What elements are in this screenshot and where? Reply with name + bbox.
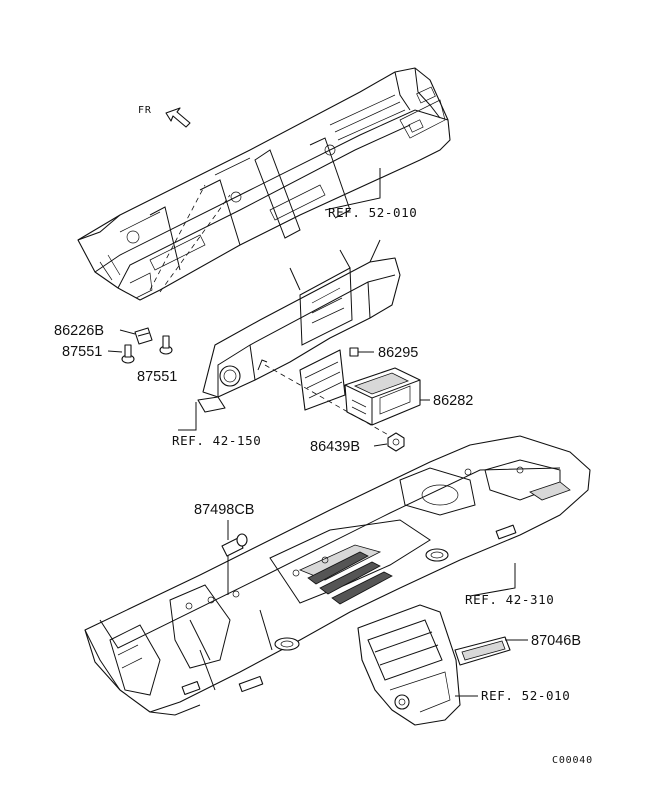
cup-holder-86282 — [344, 367, 421, 426]
screw-87551-left — [121, 344, 135, 364]
nut-86439b — [387, 432, 405, 452]
p86295-label: 86295 — [378, 345, 418, 361]
dash-line-3 — [264, 364, 393, 438]
instrument-panel — [77, 67, 451, 301]
ref-bottom-label: REF. 52-010 — [481, 688, 570, 703]
p87498cb-label: 87498CB — [194, 502, 254, 518]
clip-86226b — [134, 327, 153, 345]
dash-line-2 — [159, 194, 231, 293]
ref-floor-label: REF. 42-310 — [465, 592, 554, 607]
p86226b-leader — [119, 329, 136, 335]
ref-top-label: REF. 52-010 — [328, 205, 417, 220]
ref-floor-leader — [469, 563, 516, 597]
p87551-left-label: 87551 — [62, 344, 102, 360]
p86439b-label: 86439B — [310, 439, 360, 455]
dash-lower-panel — [197, 239, 401, 413]
front-direction-indicator: FR — [138, 105, 191, 128]
ref-mid-leader — [178, 402, 197, 431]
p87551-right-label: 87551 — [137, 369, 177, 385]
fr-label: FR — [138, 105, 152, 116]
clip-86295 — [349, 347, 359, 357]
screw-87551-right — [159, 335, 173, 355]
floor-pan — [84, 435, 591, 716]
pad-87046b — [454, 636, 511, 666]
ref-mid-label: REF. 42-150 — [172, 433, 261, 448]
ref-top-leader — [324, 168, 381, 211]
p86282-label: 86282 — [433, 393, 473, 409]
p86226b-label: 86226B — [54, 323, 104, 339]
p87046b-label: 87046B — [531, 633, 581, 649]
diagram-code: C00040 — [552, 755, 593, 766]
bolt-87498cb — [221, 533, 248, 557]
p87551-left-leader — [107, 350, 123, 353]
console-bezel — [357, 604, 461, 726]
dash-line-1 — [149, 184, 206, 291]
p86439b-leader — [373, 443, 388, 447]
front-arrow-icon — [165, 107, 191, 128]
